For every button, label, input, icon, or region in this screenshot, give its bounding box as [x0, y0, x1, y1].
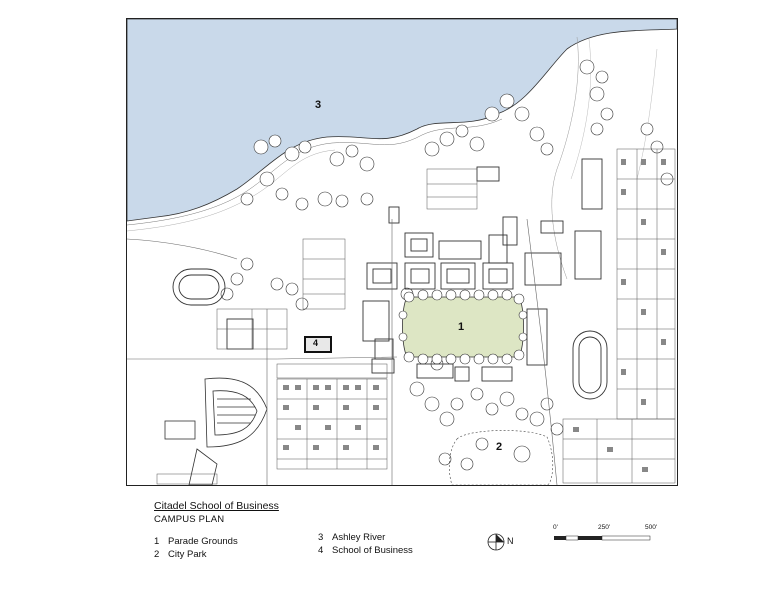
- ashley-river: [127, 19, 677, 222]
- legend-item-2: 2 City Park: [154, 549, 207, 560]
- legend-number: 2: [154, 549, 160, 560]
- legend-item-1: 1 Parade Grounds: [154, 536, 238, 547]
- legend-label: Parade Grounds: [168, 536, 238, 547]
- school-of-business-building: [304, 336, 332, 353]
- scale-bar: [554, 535, 651, 541]
- legend-label: City Park: [168, 549, 207, 560]
- legend-title: Citadel School of Business: [154, 500, 279, 512]
- map-drawing: [127, 19, 677, 485]
- track-west: [172, 268, 226, 306]
- legend-number: 3: [318, 532, 324, 543]
- scale-label-0: 0': [553, 524, 558, 531]
- houses: [283, 159, 666, 472]
- tree-canopy: [220, 59, 674, 471]
- north-label: N: [507, 536, 514, 546]
- map-label-school-of-business: 4: [313, 338, 319, 348]
- scale-label-500: 500': [645, 524, 658, 531]
- stadium: [164, 377, 268, 485]
- legend-number: 4: [318, 545, 324, 556]
- legend-item-3: 3 Ashley River: [318, 532, 385, 543]
- legend-item-4: 4 School of Business: [318, 545, 413, 556]
- track-east: [572, 330, 608, 400]
- city-park: [448, 430, 554, 485]
- legend-label: School of Business: [332, 545, 413, 556]
- legend-subtitle: CAMPUS PLAN: [154, 514, 225, 525]
- residential-blocks: [156, 148, 676, 485]
- map-label-ashley-river: 3: [315, 99, 322, 111]
- scale-label-250: 250': [598, 524, 611, 531]
- campus-map: 1 2 3 4: [126, 18, 678, 486]
- north-arrow-icon: N: [486, 530, 516, 554]
- map-label-parade-grounds: 1: [458, 321, 465, 333]
- legend-number: 1: [154, 536, 160, 547]
- map-label-city-park: 2: [496, 441, 503, 453]
- legend-label: Ashley River: [332, 532, 386, 543]
